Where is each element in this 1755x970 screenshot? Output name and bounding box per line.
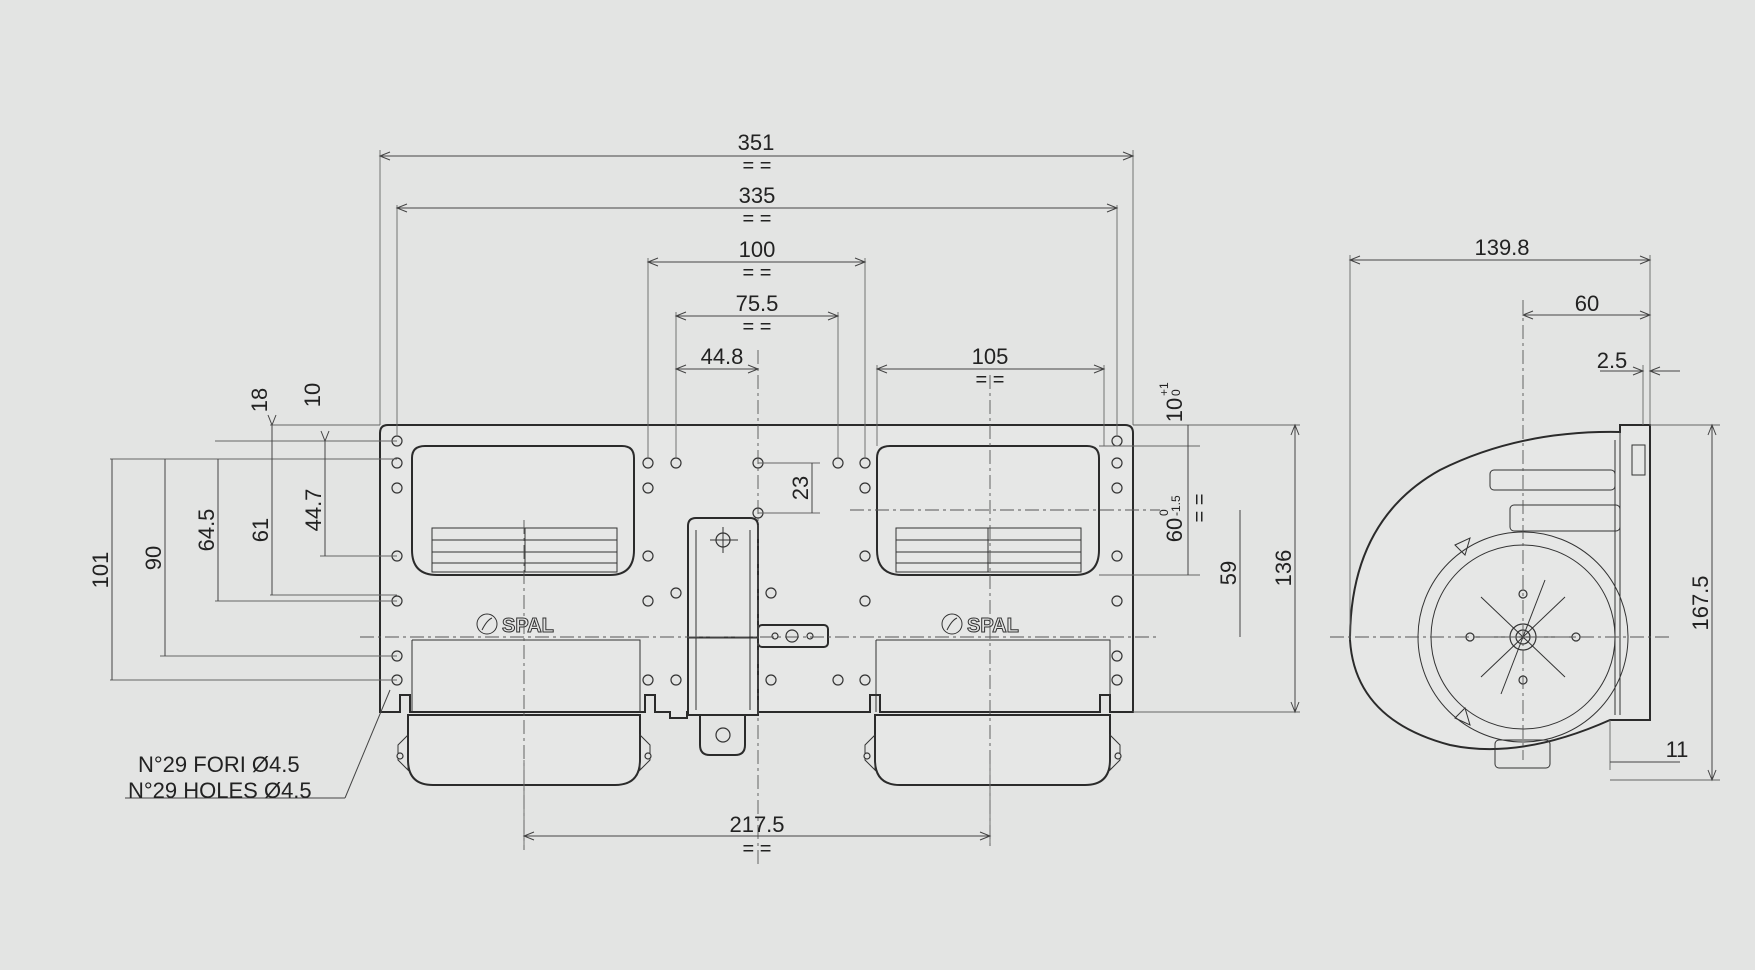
equal-mark: = = <box>743 316 772 338</box>
dim-23: 23 <box>788 476 813 500</box>
left-fan-window <box>411 445 635 576</box>
motor-housing <box>687 517 759 716</box>
equal-mark: = = <box>976 369 1005 391</box>
equal-mark: = = <box>743 155 772 177</box>
dim-100: 100 <box>739 237 776 262</box>
spal-logo-right: SPAL <box>941 613 1019 638</box>
dim-10: 10 <box>300 383 325 407</box>
dim-136: 136 <box>1271 550 1296 587</box>
dim-61: 61 <box>248 518 273 542</box>
dim-167-5: 167.5 <box>1688 575 1713 630</box>
equal-mark: = = <box>743 262 772 284</box>
dim-75-5: 75.5 <box>736 291 779 316</box>
equal-mark: = = <box>743 208 772 230</box>
svg-text:-1.5: -1.5 <box>1169 495 1183 516</box>
front-view: SPAL SPAL <box>360 350 1160 865</box>
dim-10-tolerance: 10 +1 0 <box>1157 382 1187 422</box>
dim-44-8: 44.8 <box>701 344 744 369</box>
dim-59: 59 <box>1216 561 1241 585</box>
svg-text:60: 60 <box>1162 518 1187 542</box>
side-dimensions <box>1348 255 1720 782</box>
side-view <box>1330 300 1670 769</box>
equal-mark: = = <box>743 838 772 860</box>
front-dimensions <box>110 150 1300 845</box>
right-lower-housing <box>874 714 1111 786</box>
right-fan-window <box>876 445 1100 576</box>
dim-18: 18 <box>247 388 272 412</box>
svg-text:0: 0 <box>1169 389 1183 396</box>
svg-text:SPAL: SPAL <box>967 615 1019 637</box>
holes-note-english: N°29 HOLES Ø4.5 <box>128 778 312 803</box>
dim-90: 90 <box>141 546 166 570</box>
mounting-holes <box>391 435 1123 686</box>
svg-text:SPAL: SPAL <box>502 615 554 637</box>
dim-105: 105 <box>972 344 1009 369</box>
dim-2-5: 2.5 <box>1597 348 1628 373</box>
equal-mark: = = <box>1189 494 1211 523</box>
svg-text:0: 0 <box>1157 509 1171 516</box>
dim-64-5: 64.5 <box>194 509 219 552</box>
dim-60: 60 <box>1575 291 1599 316</box>
dim-11: 11 <box>1666 737 1689 762</box>
dim-351: 351 <box>738 130 775 155</box>
dim-217-5: 217.5 <box>729 812 784 837</box>
svg-text:+1: +1 <box>1157 382 1171 396</box>
svg-text:10: 10 <box>1162 398 1187 422</box>
dim-101: 101 <box>88 552 113 589</box>
dim-44-7: 44.7 <box>301 489 326 532</box>
dim-335: 335 <box>739 183 776 208</box>
dim-139-8: 139.8 <box>1474 235 1529 260</box>
dim-60-tolerance: 60 0 -1.5 <box>1157 495 1187 542</box>
holes-note-italian: N°29 FORI Ø4.5 <box>138 752 300 777</box>
spal-logo-left: SPAL <box>476 613 554 638</box>
